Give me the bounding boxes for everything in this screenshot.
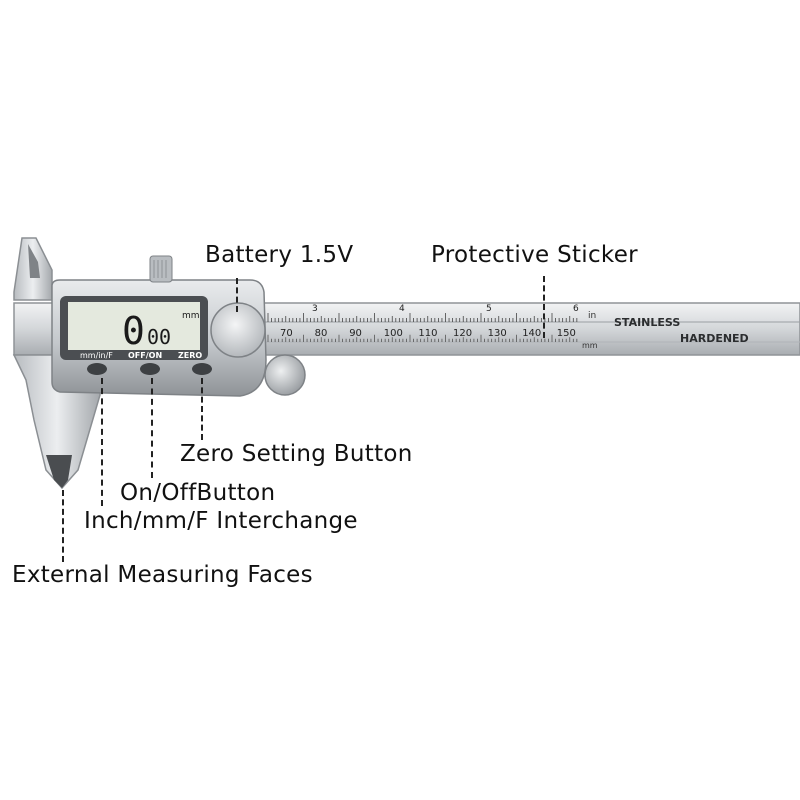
mm-scale-label: 100 (384, 328, 403, 339)
leader-battery (236, 278, 238, 312)
external-measuring-faces-label: External Measuring Faces (12, 562, 313, 588)
inch-scale-label: 3 (312, 304, 318, 314)
thumb-wheel (264, 354, 306, 396)
lcd-screen (68, 302, 200, 350)
unit-in: in (588, 311, 596, 321)
hardened-label: HARDENED (680, 332, 749, 345)
mm-scale-labels: 70 80 90 100 110 120 130 140 150 (280, 328, 576, 339)
mm-scale-label: 120 (453, 328, 472, 339)
on-off-button-label: OFF/ON (128, 351, 162, 360)
inch-scale-label: 4 (399, 304, 405, 314)
inch-scale-labels: 3 4 5 6 (312, 304, 579, 314)
mm-scale-label: 110 (418, 328, 437, 339)
inch-scale-label: 5 (486, 304, 492, 314)
mm-scale-label: 90 (349, 328, 362, 339)
mm-scale-label: 150 (557, 328, 576, 339)
mm-scale-label: 80 (315, 328, 328, 339)
mode-button (87, 363, 107, 375)
protective-sticker-label: Protective Sticker (431, 242, 638, 268)
measuring-face-tip (46, 455, 72, 488)
on-off-button-label-text: On/OffButton (120, 480, 276, 506)
zero-setting-button-label: Zero Setting Button (180, 441, 413, 467)
inch-mm-f-interchange-label: Inch/mm/F Interchange (84, 508, 358, 534)
inch-scale-label: 6 (573, 304, 579, 314)
mm-scale-label: 130 (488, 328, 507, 339)
battery-label: Battery 1.5V (205, 242, 354, 268)
lcd-main-digit: 0 (122, 309, 145, 353)
zero-button (192, 363, 212, 375)
unit-mm: mm (582, 341, 598, 350)
zero-button-label: ZERO (178, 351, 202, 360)
mode-button-label: mm/in/F (80, 351, 113, 360)
lock-screw (149, 255, 173, 283)
on-off-button (140, 363, 160, 375)
battery-cover (210, 302, 266, 358)
lcd-unit: mm (182, 311, 200, 321)
mm-scale-label: 70 (280, 328, 293, 339)
leader-faces (62, 490, 64, 562)
lcd-sub-digits: 00 (147, 325, 171, 349)
leader-inch (101, 378, 103, 506)
leader-sticker (543, 276, 545, 338)
mm-scale-label: 140 (522, 328, 541, 339)
stainless-label: STAINLESS (614, 316, 680, 329)
scale-ticks (267, 313, 578, 342)
leader-zero (201, 378, 203, 440)
leader-onoff (151, 378, 153, 478)
